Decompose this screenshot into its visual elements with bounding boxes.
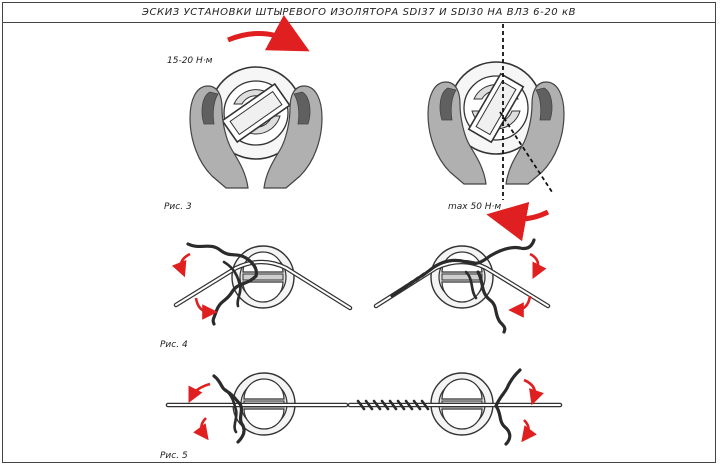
figure-caption-5: Рис. 5	[160, 451, 188, 461]
torque-max-label: max 50 Н·м	[448, 202, 502, 212]
fig4-right-assembly	[373, 238, 551, 334]
fig3-left-assembly	[189, 14, 323, 189]
angle-dashed-line	[499, 111, 553, 193]
rotate-arrow-icon	[529, 252, 547, 279]
fig3-right-assembly	[427, 24, 565, 242]
fig4-left-assembly	[171, 242, 353, 326]
rotate-arrow-icon	[486, 201, 550, 242]
tie-wire-icon	[212, 374, 246, 444]
drawing-title: ЭСКИЗ УСТАНОВКИ ШТЫРЕВОГО ИЗОЛЯТОРА SDI3…	[3, 3, 715, 23]
drawing-sheet: ЭСКИЗ УСТАНОВКИ ШТЫРЕВОГО ИЗОЛЯТОРА SDI3…	[2, 2, 716, 463]
rotate-arrow-icon	[521, 419, 537, 443]
tie-wire-icon	[356, 399, 430, 411]
figure-caption-4: Рис. 4	[160, 340, 188, 350]
rotate-arrow-icon	[193, 417, 209, 441]
tie-wire-icon	[186, 242, 258, 278]
rotate-arrow-icon	[523, 378, 544, 406]
rotate-arrow-icon	[227, 14, 310, 52]
rotate-arrow-icon	[508, 295, 532, 318]
torque-install-label: 15-20 Н·м	[167, 56, 213, 66]
fig5-right-assembly	[347, 368, 563, 446]
tie-wire-icon	[390, 268, 432, 298]
fig5-left-assembly	[165, 372, 349, 444]
rotate-arrow-icon	[194, 297, 218, 320]
rotate-arrow-icon	[188, 382, 211, 403]
rotate-arrow-icon	[171, 252, 191, 278]
figure-caption-3: Рис. 3	[164, 202, 192, 212]
